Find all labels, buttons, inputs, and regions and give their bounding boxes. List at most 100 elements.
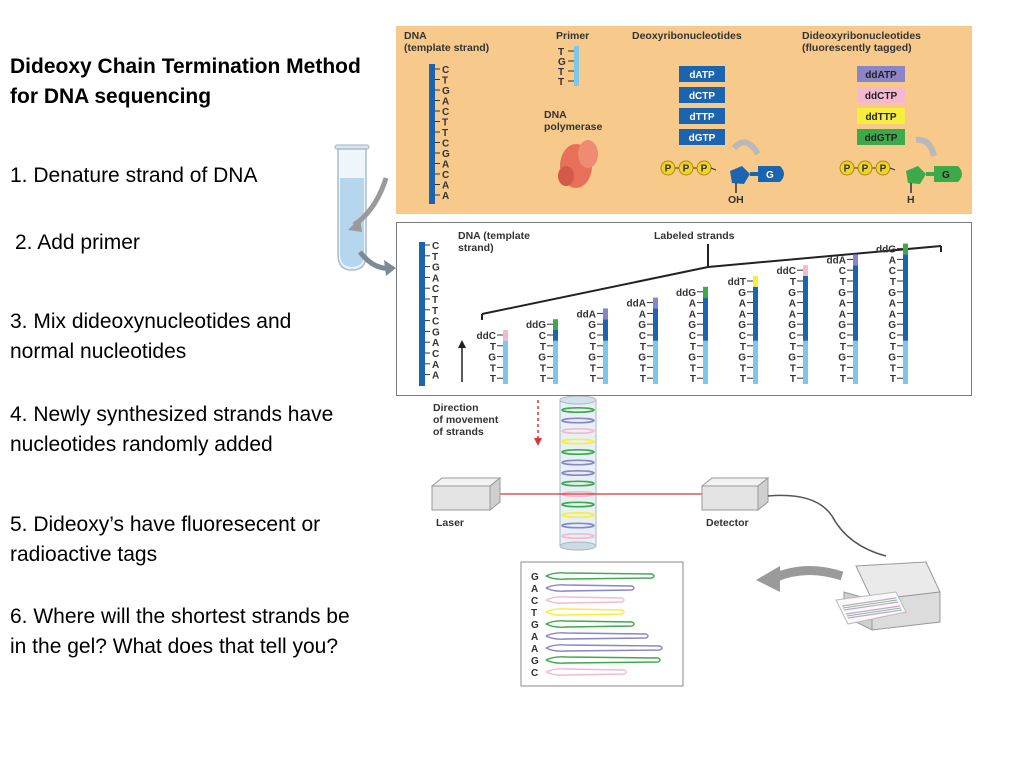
strand-new: [603, 319, 608, 341]
strand-base: C: [889, 266, 896, 277]
strand-base: G: [788, 320, 796, 331]
gel-band: [561, 448, 595, 455]
polymerase-label-2: polymerase: [544, 121, 603, 133]
readout-base: G: [531, 572, 539, 583]
strand-base: G: [738, 288, 746, 299]
readout-peak: [545, 596, 625, 604]
strand-base: C: [639, 331, 646, 342]
strand-base: A: [889, 255, 896, 266]
strand-base: A: [739, 309, 746, 320]
deoxy-name: dATP: [689, 70, 715, 81]
strand-base: T: [790, 363, 796, 374]
labeled-strands-label: Labeled strands: [654, 230, 735, 242]
strand-base: G: [788, 353, 796, 364]
gel-band: [561, 407, 595, 414]
mid-template-base: G: [432, 263, 440, 274]
readout-base: A: [531, 644, 538, 655]
arrow-to-readout: [772, 565, 844, 583]
strand-base: G: [888, 320, 896, 331]
deoxy-name: dTTP: [690, 112, 715, 123]
strand-new: [903, 254, 908, 341]
strand-base: G: [888, 353, 896, 364]
strand-base: T: [840, 363, 846, 374]
strand-base: T: [640, 342, 646, 353]
template-base: G: [442, 86, 450, 97]
deoxy-name: dGTP: [689, 133, 716, 144]
strand-tag: [803, 265, 808, 276]
gel-column-icon: [559, 396, 597, 551]
strand-primer: [603, 340, 608, 384]
template-strand-bar: [429, 64, 435, 204]
strand-tag: [903, 243, 908, 255]
mid-template-base: A: [432, 371, 439, 382]
mid-template-label-2: strand): [458, 242, 494, 254]
strand-base: G: [788, 288, 796, 299]
gel-band: [561, 459, 595, 466]
strand-base: A: [789, 309, 796, 320]
strand-base: G: [488, 353, 496, 364]
mid-template-bar: [419, 242, 425, 386]
gel-band: [561, 533, 595, 540]
step-6: 6. Where will the shortest strands be in…: [10, 605, 350, 658]
strand-new: [703, 297, 708, 341]
dideoxy-name: ddTTP: [865, 112, 896, 123]
readout-peak: [545, 644, 663, 652]
strand-top-label: ddG: [676, 288, 696, 299]
deoxy-box: [679, 129, 725, 145]
strand-base: A: [839, 299, 846, 310]
deoxy-name: dCTP: [689, 91, 715, 102]
strand-base: G: [738, 320, 746, 331]
template-base: C: [442, 65, 449, 76]
readout-peak: [545, 656, 661, 664]
readout-base: C: [531, 668, 538, 679]
strand-tag: [553, 319, 558, 330]
strand-tag: [653, 297, 658, 309]
gel-band: [561, 512, 595, 519]
strand-base: T: [890, 342, 896, 353]
strand-top-label: ddC: [477, 331, 496, 342]
gel-band: [561, 417, 595, 424]
gel-and-detector: Direction of movement of strands Laser D…: [430, 396, 941, 687]
polymerase-label-1: DNA: [544, 109, 567, 121]
readout-base: A: [531, 584, 538, 595]
strand-primer: [853, 340, 858, 384]
template-base: T: [442, 76, 448, 87]
step-1: 1. Denature strand of DNA: [10, 164, 258, 187]
readout-peak: [545, 620, 635, 628]
h-label: H: [907, 194, 915, 206]
strand-new: [753, 286, 758, 341]
strand-primer: [703, 340, 708, 384]
strand-base: T: [540, 363, 546, 374]
primer-label: Primer: [556, 30, 589, 42]
strand-tag: [753, 276, 758, 287]
step-3: 3. Mix dideoxynucleotides and normal nuc…: [10, 310, 292, 363]
strand-base: T: [690, 363, 696, 374]
strand-base: G: [538, 353, 546, 364]
gel-band: [561, 427, 595, 434]
strand-base: A: [789, 299, 796, 310]
readout-base: C: [531, 596, 538, 607]
dideoxy-box: [857, 66, 905, 82]
strand-base: G: [688, 320, 696, 331]
strand-top-label: ddA: [827, 255, 846, 266]
dideoxy-name: ddGTP: [865, 133, 898, 144]
deoxy-base-g: G: [766, 170, 774, 181]
strand-top-label: ddG: [526, 320, 546, 331]
strand-base: G: [838, 288, 846, 299]
gel-band: [561, 480, 595, 487]
strand-tag: [603, 308, 608, 320]
printer-icon: [835, 561, 941, 631]
readout-peak: [545, 632, 649, 640]
template-base: A: [442, 160, 449, 171]
template-base: T: [442, 118, 448, 129]
svg-text:P: P: [844, 164, 851, 175]
primer-base: T: [558, 67, 564, 78]
deoxy-label: Deoxyribonucleotides: [632, 30, 742, 42]
gel-band: [561, 501, 595, 508]
labeled-strands: ddCTGTTddGCTGTTddAGCTGTTddAAGCTGTTddGAAG…: [477, 243, 908, 385]
strand-base: A: [739, 299, 746, 310]
